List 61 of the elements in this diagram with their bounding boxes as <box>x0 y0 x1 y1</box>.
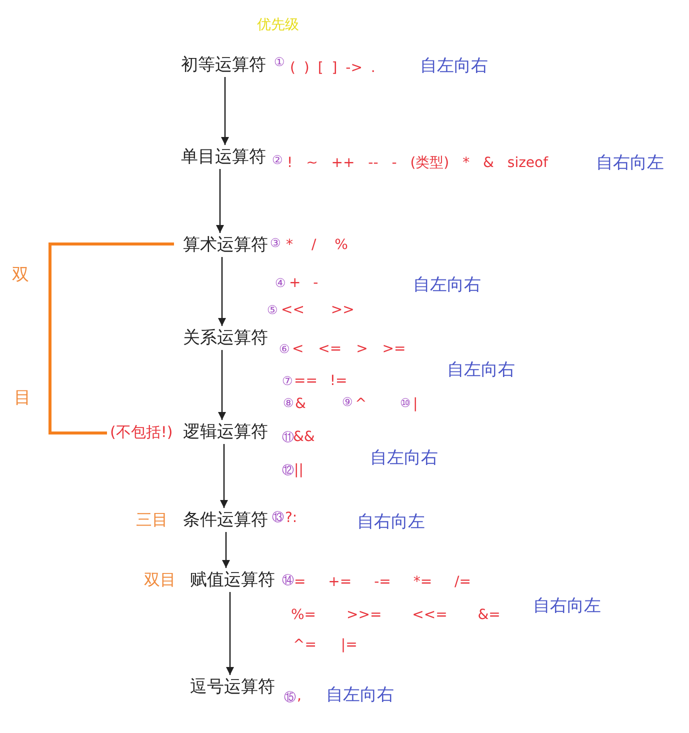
precedence-number: ⑬ <box>272 510 284 524</box>
operator-symbols: < <= > >= <box>292 340 406 359</box>
precedence-number: ⑦ <box>282 374 293 388</box>
precedence-number: ⑩ <box>400 396 411 410</box>
operator-symbols: && <box>293 428 315 447</box>
precedence-number: ④ <box>275 276 286 290</box>
operator-symbols: * / % <box>286 236 348 255</box>
precedence-number: ⑭ <box>282 573 294 587</box>
precedence-number: ① <box>274 55 285 69</box>
operator-category: 关系运算符 <box>183 327 268 349</box>
arrow <box>222 532 230 568</box>
precedence-number: ⑨ <box>342 395 353 409</box>
precedence-number: ③ <box>270 236 281 250</box>
operator-symbols: == != <box>294 372 348 391</box>
operator-symbols: | <box>413 395 418 414</box>
arity-note: 目 <box>14 387 31 409</box>
operator-symbols: = += -= *= /= <box>294 573 471 592</box>
associativity-note: 自右向左 <box>596 152 664 174</box>
associativity-note: 自左向右 <box>447 359 515 381</box>
arrow <box>220 444 228 508</box>
arity-note: 双 <box>12 264 29 286</box>
arity-note: 双目 <box>144 569 176 591</box>
operator-category: 逻辑运算符 <box>183 421 268 443</box>
operator-category: 单目运算符 <box>181 146 266 168</box>
precedence-number: ⑮ <box>284 690 296 704</box>
operator-symbols: %= >>= <<= &= <box>291 606 500 625</box>
associativity-note: 自左向右 <box>326 684 394 706</box>
operator-symbols: + - <box>289 274 318 293</box>
operator-category: 逗号运算符 <box>190 676 275 698</box>
arrow <box>216 169 224 233</box>
operator-symbols: ?: <box>285 509 298 528</box>
associativity-note: 自右向左 <box>533 595 601 617</box>
precedence-number: ② <box>272 153 283 167</box>
arrow <box>226 592 234 675</box>
operator-symbols: || <box>294 461 304 480</box>
precedence-number: ⑫ <box>282 463 294 477</box>
associativity-note: 自右向左 <box>357 511 425 533</box>
associativity-note: 自左向右 <box>420 55 488 77</box>
operator-symbols: << >> <box>281 301 354 320</box>
associativity-note: 自左向右 <box>413 274 481 296</box>
precedence-number: ⑤ <box>267 303 278 317</box>
precedence-number: ⑧ <box>283 396 294 410</box>
operator-category: 赋值运算符 <box>190 569 275 591</box>
operator-category: 初等运算符 <box>181 54 266 76</box>
operator-symbols: , <box>297 687 302 706</box>
arrow <box>218 350 226 420</box>
operator-symbols: ^= |= <box>293 636 358 655</box>
operator-symbols: ! ~ ++ -- - (类型) * & sizeof <box>287 154 548 173</box>
arrow <box>218 257 226 326</box>
operator-symbols: & <box>295 395 306 414</box>
operator-symbols: ( ) [ ] -> . <box>290 59 376 78</box>
arity-note: 三目 <box>136 509 168 531</box>
operator-category: 算术运算符 <box>183 234 268 256</box>
arrow <box>221 77 229 145</box>
operator-symbols: ^ <box>355 395 367 414</box>
precedence-number: ⑥ <box>279 342 290 356</box>
exclusion-note: (不包括!) <box>110 422 173 443</box>
precedence-number: ⑪ <box>282 430 294 444</box>
title: 优先级 <box>257 16 299 35</box>
associativity-note: 自左向右 <box>370 447 438 469</box>
operator-category: 条件运算符 <box>183 509 268 531</box>
